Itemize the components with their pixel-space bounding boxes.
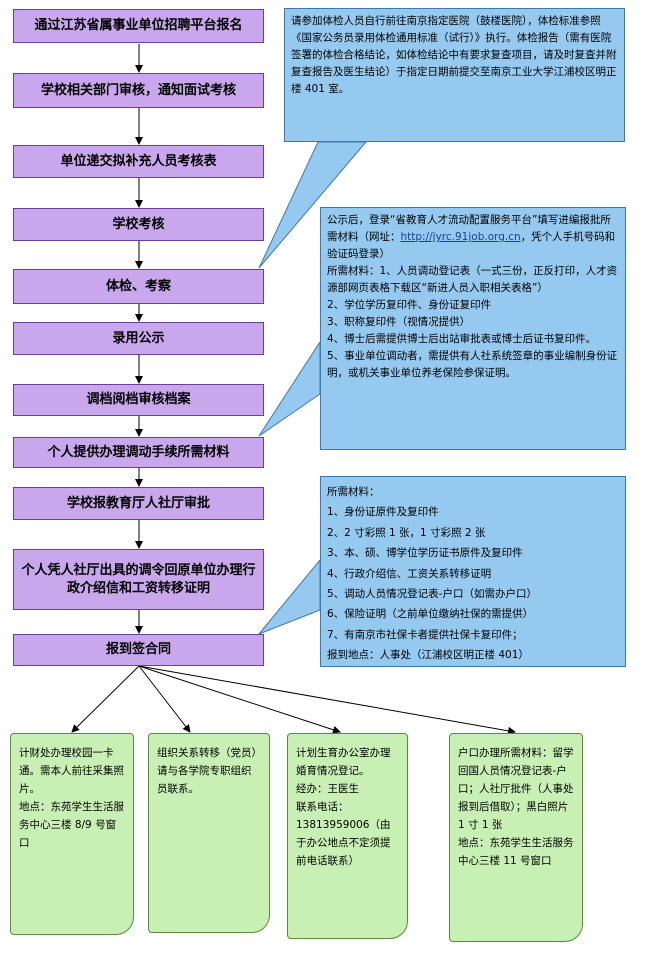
step-school-assessment: 学校考核 [13,208,264,241]
note-materials-item-5: 5、事业单位调动者，需提供有人社系统签章的事业编制身份证明，或机关事业单位养老保… [327,350,618,379]
callout-pointer-1 [258,141,368,269]
callout-pointer-3 [257,558,321,636]
leaf-campus-card: 计财处办理校园一卡通。需本人前往采集照片。 地点：东苑学生生活服务中心三楼 8/… [10,733,134,935]
step-register: 通过江苏省属事业单位招聘平台报名 [13,9,264,43]
step-submit-assessment-form: 单位递交拟补充人员考核表 [13,145,264,178]
note-report-item-4: 4、行政介绍信、工资关系转移证明 [327,567,492,580]
leaf-campus-card-text: 计财处办理校园一卡通。需本人前往采集照片。 [19,747,124,795]
note-report-location: 报到地点：人事处（江浦校区明正楼 401） [327,649,529,662]
leaf-household-materials: 户口办理所需材料：留学回国人员情况登记表-户口；人社厅批件（人事处报到后借取）；… [458,747,574,831]
step-provide-materials: 个人提供办理调动手续所需材料 [13,437,264,468]
note-report-title: 所需材料： [327,486,380,498]
leaf-household-registration: 户口办理所需材料：留学回国人员情况登记表-户口；人社厅批件（人事处报到后借取）；… [449,733,583,942]
note-materials-online: 公示后，登录“省教育人才流动配置服务平台”填写进编报批所需材料（网址：http:… [320,207,626,450]
branch-arrow-3 [138,665,341,734]
step-file-review: 调档阅档审核档案 [13,384,264,416]
leaf-family-planning: 计划生育办公室办理婚育情况登记。 经办：王医生 联系电话：13813959006… [287,733,408,939]
branch-arrow-2 [138,665,191,733]
callout-pointer-2 [258,340,321,437]
platform-url-link[interactable]: http://jyrc.91job.org.cn [400,231,521,243]
note-report-item-7: 7、有南京市社保卡者提供社保卡复印件； [327,628,523,641]
note-report-item-2: 2、2 寸彩照 1 张，1 寸彩照 2 张 [327,526,486,539]
leaf-campus-card-location: 地点：东苑学生生活服务中心三楼 8/9 号窗口 [19,801,124,849]
note-report-item-6: 6、保险证明（之前单位缴纳社保的需提供） [327,608,534,621]
note-report-materials: 所需材料： 1、身份证原件及复印件 2、2 寸彩照 1 张，1 寸彩照 2 张 … [320,476,626,667]
leaf-family-planning-phone: 联系电话：13813959006（由于办公地点不定须提前电话联系） [296,801,391,867]
note-materials-intro: 公示后，登录“省教育人才流动配置服务平台”填写进编报批所需材料（网址：http:… [327,214,616,260]
step-report-sign-contract: 报到签合同 [13,634,264,666]
note-report-item-3: 3、本、硕、博学位学历证书原件及复印件 [327,547,523,560]
step-approval: 学校报教育厅人社厅审批 [13,487,264,520]
note-report-item-1: 1、身份证原件及复印件 [327,506,439,519]
step-transfer-letter: 个人凭人社厅出具的调令回原单位办理行政介绍信和工资转移证明 [13,549,264,610]
branch-arrow-4 [138,665,516,735]
leaf-party-transfer-text: 组织关系转移（党员）请与各学院专职组织员联系。 [157,747,257,795]
step-public-notice: 录用公示 [13,322,264,355]
leaf-household-location: 地点：东苑学生生活服务中心三楼 11 号窗口 [458,837,574,867]
note-materials-item-1: 所需材料：1、人员调动登记表（一式三份，正反打印，人才资源部网页表格下载区“新进… [327,265,618,294]
note-materials-item-4: 4、博士后需提供博士后出站审批表或博士后证书复印件。 [327,333,597,345]
note-report-item-5: 5、调动人员情况登记表-户口（如需办户口） [327,588,537,601]
note-materials-item-2: 2、学位学历复印件、身份证复印件 [327,299,492,311]
step-department-review: 学校相关部门审核，通知面试考核 [13,73,264,108]
note-materials-item-3: 3、职称复印件（视情况提供） [327,316,471,328]
step-medical-check: 体检、考察 [13,269,264,304]
leaf-family-planning-contact: 经办：王医生 [296,783,359,795]
leaf-family-planning-text: 计划生育办公室办理婚育情况登记。 [296,747,391,777]
note-medical-check-text: 请参加体检人员自行前往南京指定医院（鼓楼医院），体检标准参照《国家公务员录用体检… [291,15,617,95]
note-medical-check: 请参加体检人员自行前往南京指定医院（鼓楼医院），体检标准参照《国家公务员录用体检… [284,8,625,142]
branch-arrow-1 [71,665,140,733]
leaf-party-transfer: 组织关系转移（党员）请与各学院专职组织员联系。 [148,733,270,933]
